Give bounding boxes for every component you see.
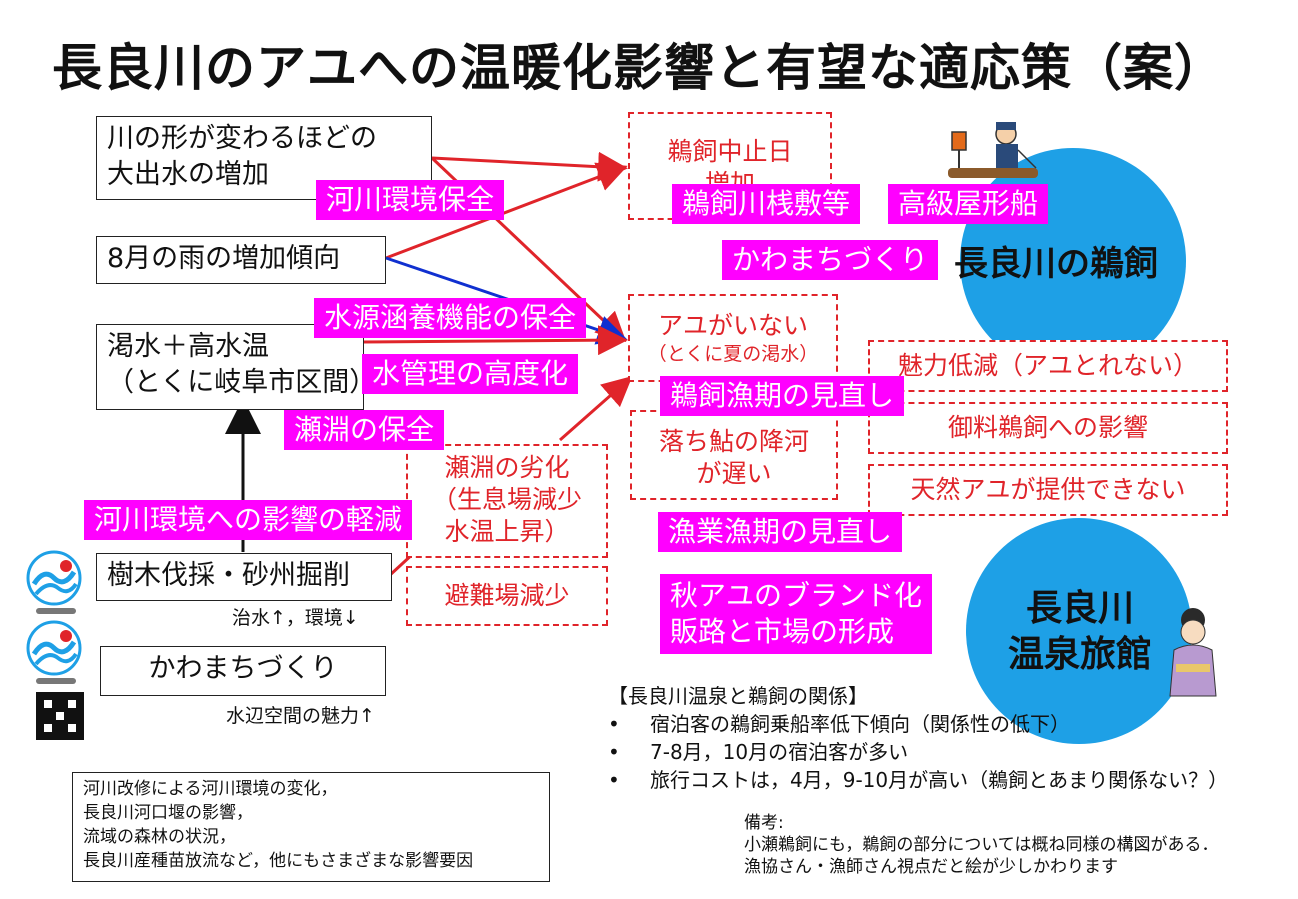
- ryokan-label: 長良川 温泉旅館: [990, 586, 1170, 678]
- impact-natural-text: 天然アユが提供できない: [910, 475, 1186, 504]
- relation-bullet: • 宿泊客の鵜飼乗船率低下傾向（関係性の低下）: [608, 710, 1228, 738]
- relation-bullet: • 7-8月，10月の宿泊客が多い: [608, 738, 1228, 766]
- measure-water-mgmt: 水管理の高度化: [362, 354, 579, 394]
- cause-logging-text: 樹木伐採・砂州掘削: [107, 560, 350, 591]
- impact-goryo-text: 御料鵜飼への影響: [947, 413, 1148, 442]
- river-logo-icon: [26, 550, 82, 606]
- logo-divider-2: [36, 678, 76, 684]
- ukai-label: 長良川の鵜飼: [954, 244, 1158, 284]
- remarks-label: 備考:: [744, 813, 784, 833]
- cause-rain-text: 8月の雨の増加傾向: [107, 243, 341, 274]
- impact-refuge-text: 避難場減少: [444, 581, 570, 610]
- okami-icon: [1169, 608, 1217, 697]
- arrow-seofuchi-noayu: [559, 376, 633, 442]
- relation-heading: 【長良川温泉と鵜飼の関係】: [608, 684, 868, 708]
- measure-ukai-pier: 鵜飼川桟敷等: [672, 184, 861, 224]
- remarks-block: 備考: 小瀬鵜飼にも，鵜飼の部分については概ね同様の構図がある． 漁協さん・漁師…: [744, 812, 1218, 878]
- arrow-drought-noayu: [361, 325, 628, 356]
- measure-river-env: 河川環境保全: [316, 180, 505, 220]
- other-factor-item: 長良川産種苗放流など，他にもさまざまな影響要因: [83, 851, 474, 871]
- ryokan-circle: [966, 518, 1192, 744]
- other-factor-item: 河川改修による河川環境の変化，: [83, 779, 338, 799]
- cause-kawamachi-text: かわまちづくり: [148, 653, 338, 684]
- impact-refuge: 避難場減少: [406, 566, 608, 626]
- ukai-fisherman-icon: [948, 122, 1038, 178]
- impact-no-ayu-line2: （とくに夏の渇水）: [647, 343, 819, 365]
- impact-seofuchi-line3: 水温上昇）: [444, 517, 570, 546]
- impact-no-ayu-line1: アユがいない: [657, 311, 808, 340]
- cause-drought: 渇水＋高水温 （とくに岐阜市区間）: [96, 324, 377, 410]
- impact-late-line1: 落ち鮎の降河: [658, 427, 809, 456]
- impact-late-descent: 落ち鮎の降河 が遅い: [630, 410, 838, 500]
- measure-seofuchi: 瀬淵の保全: [284, 410, 445, 450]
- ryokan-label-line2: 温泉旅館: [1007, 634, 1152, 675]
- measure-kawamachi: かわまちづくり: [722, 240, 939, 280]
- impact-goryo: 御料鵜飼への影響: [868, 402, 1228, 454]
- city-emblem-icon: [36, 692, 84, 740]
- measure-brand: 秋アユのブランド化 販路と市場の形成: [660, 574, 933, 654]
- relation-bullet-text: 7-8月，10月の宿泊客が多い: [650, 740, 909, 764]
- cause-rain: 8月の雨の増加傾向: [96, 236, 386, 284]
- cause-drought-line1: 渇水＋高水温: [107, 331, 269, 362]
- logging-note: 治水↑，環境↓: [232, 607, 359, 629]
- measure-yakata: 高級屋形船: [888, 184, 1049, 224]
- cause-logging: 樹木伐採・砂州掘削: [96, 553, 392, 601]
- ryokan-label-line1: 長良川: [1025, 588, 1134, 629]
- impact-seofuchi-line2: （生息場減少: [431, 485, 582, 514]
- bullet-dot: •: [608, 740, 620, 764]
- page-title: 長良川のアユへの温暖化影響と有望な適応策（案）: [52, 39, 1225, 97]
- other-factor-item: 流域の森林の状況，: [83, 827, 236, 847]
- measure-brand-line1: 秋アユのブランド化: [670, 579, 923, 612]
- cause-kawamachi: かわまちづくり: [100, 646, 386, 696]
- other-factors-box: 河川改修による河川環境の変化， 長良川河口堰の影響， 流域の森林の状況， 長良川…: [72, 772, 550, 882]
- relation-bullet-text: 宿泊客の鵜飼乗船率低下傾向（関係性の低下）: [650, 712, 1070, 736]
- arrow-flood-cancel: [431, 151, 628, 182]
- relation-block: 【長良川温泉と鵜飼の関係】 • 宿泊客の鵜飼乗船率低下傾向（関係性の低下） • 7-…: [608, 682, 1228, 794]
- relation-bullet-text: 旅行コストは，4月，9-10月が高い（鵜飼とあまり関係ない？）: [650, 768, 1229, 792]
- other-factor-item: 長良川河口堰の影響，: [83, 803, 253, 823]
- measure-fishery-season: 漁業漁期の見直し: [658, 512, 903, 552]
- impact-cancel-line1: 鵜飼中止日: [667, 137, 793, 166]
- cause-drought-line2: （とくに岐阜市区間）: [107, 367, 377, 398]
- logo-divider-1: [36, 608, 76, 614]
- bullet-dot: •: [608, 712, 620, 736]
- bullet-dot: •: [608, 768, 620, 792]
- kawamachi-note: 水辺空間の魅力↑: [226, 705, 375, 727]
- cause-flood: 川の形が変わるほどの 大出水の増加: [96, 116, 432, 200]
- measure-water-source: 水源涵養機能の保全: [314, 298, 587, 338]
- remarks-line1: 小瀬鵜飼にも，鵜飼の部分については概ね同様の構図がある．: [744, 835, 1219, 855]
- impact-charm: 魅力低減（アユとれない）: [868, 340, 1228, 392]
- impact-seofuchi: 瀬淵の劣化 （生息場減少 水温上昇）: [406, 444, 608, 558]
- impact-seofuchi-line1: 瀬淵の劣化: [444, 453, 570, 482]
- remarks-line2: 漁協さん・漁師さん視点だと絵が少しかわります: [744, 857, 1118, 877]
- impact-late-line2: が遅い: [696, 459, 772, 488]
- measure-env-impact: 河川環境への影響の軽減: [84, 500, 413, 540]
- cause-flood-line2: 大出水の増加: [107, 159, 269, 190]
- relation-bullet: • 旅行コストは，4月，9-10月が高い（鵜飼とあまり関係ない？）: [608, 766, 1228, 794]
- measure-ukai-season: 鵜飼漁期の見直し: [660, 376, 905, 416]
- impact-charm-text: 魅力低減（アユとれない）: [897, 351, 1198, 380]
- measure-brand-line2: 販路と市場の形成: [670, 615, 895, 648]
- impact-no-ayu: アユがいない （とくに夏の渇水）: [628, 294, 838, 382]
- river-logo-icon-2: [26, 620, 82, 676]
- impact-natural: 天然アユが提供できない: [868, 464, 1228, 516]
- cause-flood-line1: 川の形が変わるほどの: [107, 123, 377, 154]
